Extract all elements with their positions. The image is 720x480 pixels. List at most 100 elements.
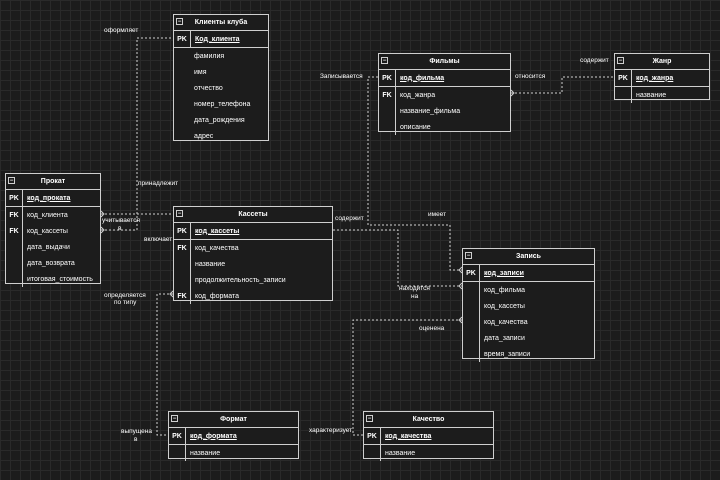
- collapse-icon[interactable]: −: [381, 57, 388, 64]
- entity-row: фамилия: [174, 48, 268, 64]
- arrow-films-genre: [510, 89, 515, 97]
- key-marker: [6, 239, 23, 255]
- collapse-icon[interactable]: −: [176, 210, 183, 217]
- entity-row: код_фильма: [463, 282, 594, 298]
- entity-genre-title: − Жанр: [615, 54, 709, 70]
- field-name: код_жанра: [636, 74, 674, 82]
- link-films-genre: [511, 76, 614, 94]
- entity-row: название: [169, 445, 298, 461]
- entity-title-text: Фильмы: [429, 58, 460, 65]
- entity-row: имя: [174, 64, 268, 80]
- entity-title-text: Качество: [412, 416, 445, 423]
- label-po-tipu: по типу: [114, 299, 137, 306]
- entity-title-text: Клиенты клуба: [194, 19, 248, 26]
- key-marker: PK: [364, 428, 381, 444]
- field-name: код_кассеты: [195, 227, 240, 235]
- entity-rental-title: − Прокат: [6, 174, 100, 190]
- link-cassettes-record: [333, 229, 462, 287]
- entity-row: время_записи: [463, 346, 594, 362]
- field-name: название: [385, 449, 416, 457]
- collapse-icon[interactable]: −: [171, 415, 178, 422]
- label-vklyuchaet: включает: [144, 236, 173, 243]
- label-vypushchena: выпущена: [121, 428, 152, 435]
- entity-clients-title: − Клиенты клуба: [174, 15, 268, 31]
- key-marker: [174, 256, 191, 272]
- link-quality-record: [352, 319, 462, 436]
- entity-title-text: Кассеты: [238, 211, 268, 218]
- entity-row: дата_записи: [463, 330, 594, 346]
- field-name: имя: [194, 68, 207, 76]
- label-harakterizuet: характеризует: [309, 427, 353, 434]
- collapse-icon[interactable]: −: [617, 57, 624, 64]
- key-marker: PK: [174, 31, 191, 47]
- label-uchityvaetsya: учитывается: [102, 217, 140, 224]
- key-marker: [463, 330, 480, 346]
- collapse-icon[interactable]: −: [465, 252, 472, 259]
- entity-row: дата_рождения: [174, 112, 268, 128]
- entity-row: итоговая_стоимость: [6, 271, 100, 287]
- key-marker: [169, 445, 186, 461]
- collapse-icon[interactable]: −: [366, 415, 373, 422]
- entity-row: название: [174, 256, 332, 272]
- entity-row: описание: [379, 119, 510, 135]
- field-name: время_записи: [484, 350, 531, 358]
- field-name: код_качества: [484, 318, 528, 326]
- field-name: название: [195, 260, 226, 268]
- key-marker: [6, 255, 23, 271]
- key-marker: [463, 346, 480, 362]
- field-name: дата_записи: [484, 334, 525, 342]
- entity-title-text: Прокат: [40, 178, 66, 185]
- field-name: продолжительность_записи: [195, 276, 286, 284]
- arrow-rental-clients: [100, 210, 105, 218]
- entity-title-text: Формат: [220, 416, 247, 423]
- key-marker: [379, 103, 396, 119]
- field-name: дата_выдачи: [27, 243, 70, 251]
- field-name: код_качества: [385, 432, 432, 440]
- entity-row: код_качества: [463, 314, 594, 330]
- arrow-cassettes-format: [169, 290, 174, 298]
- key-marker: [379, 119, 396, 135]
- field-name: код_кассеты: [484, 302, 525, 310]
- link-cassettes-format: [156, 293, 173, 436]
- key-marker: FK: [6, 207, 23, 223]
- key-marker: FK: [6, 223, 23, 239]
- label-prinadlezhit: принадлежит: [138, 180, 179, 187]
- key-marker: PK: [169, 428, 186, 444]
- entity-row: дата_выдачи: [6, 239, 100, 255]
- arrow-record-quality: [458, 316, 463, 324]
- entity-quality[interactable]: − Качество PK код_качества название: [363, 411, 494, 461]
- collapse-icon[interactable]: −: [176, 18, 183, 25]
- label-soderzhit-cassettes: содержит: [335, 215, 364, 222]
- key-marker: PK: [379, 70, 396, 86]
- label-opredelyaetsya: определяется: [104, 292, 146, 299]
- label-soderzhit-genre: содержит: [580, 57, 609, 64]
- entity-row: код_кассеты: [463, 298, 594, 314]
- field-name: код_фильма: [484, 286, 525, 294]
- arrow-record-cassettes: [458, 282, 463, 290]
- label-otnositsya: относится: [515, 73, 546, 80]
- key-marker: [615, 87, 632, 103]
- field-name: код_жанра: [400, 91, 436, 99]
- field-name: описание: [400, 123, 431, 131]
- key-marker: PK: [615, 70, 632, 86]
- field-name: название: [190, 449, 221, 457]
- key-marker: [463, 298, 480, 314]
- collapse-icon[interactable]: −: [8, 177, 15, 184]
- entity-row: отчество: [174, 80, 268, 96]
